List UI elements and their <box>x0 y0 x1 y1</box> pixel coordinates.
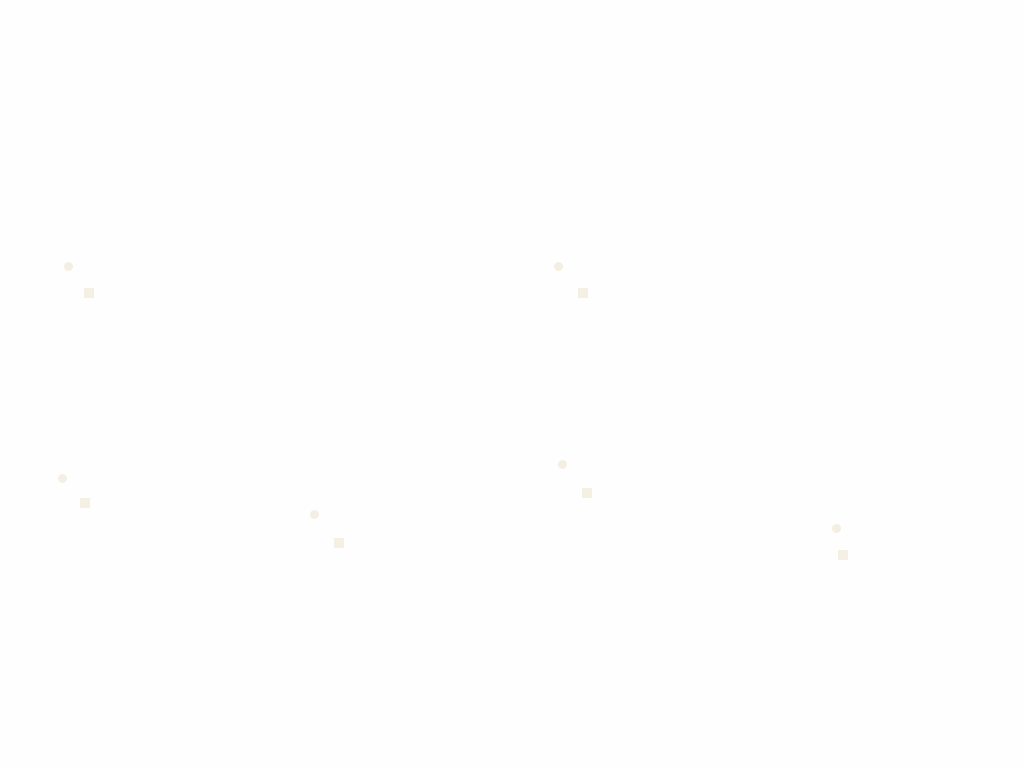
card-subitem[interactable] <box>582 488 598 498</box>
checkbox-icon[interactable] <box>578 288 588 298</box>
bullet-icon <box>310 510 319 519</box>
card-subitem[interactable] <box>80 498 96 508</box>
checkbox-icon[interactable] <box>838 550 848 560</box>
card-item[interactable] <box>832 524 847 533</box>
checkbox-icon[interactable] <box>334 538 344 548</box>
card-item[interactable] <box>58 474 73 483</box>
card-item[interactable] <box>558 460 573 469</box>
card-subitem[interactable] <box>334 538 350 548</box>
bullet-icon <box>64 262 73 271</box>
card-item[interactable] <box>554 262 569 271</box>
bullet-icon <box>554 262 563 271</box>
checkbox-icon[interactable] <box>84 288 94 298</box>
bullet-icon <box>558 460 567 469</box>
card-item[interactable] <box>64 262 79 271</box>
card-subitem[interactable] <box>84 288 100 298</box>
bullet-icon <box>832 524 841 533</box>
checkbox-icon[interactable] <box>582 488 592 498</box>
bullet-icon <box>58 474 67 483</box>
card-subitem[interactable] <box>578 288 594 298</box>
checkbox-icon[interactable] <box>80 498 90 508</box>
card-item[interactable] <box>310 510 325 519</box>
card-subitem[interactable] <box>838 550 854 560</box>
